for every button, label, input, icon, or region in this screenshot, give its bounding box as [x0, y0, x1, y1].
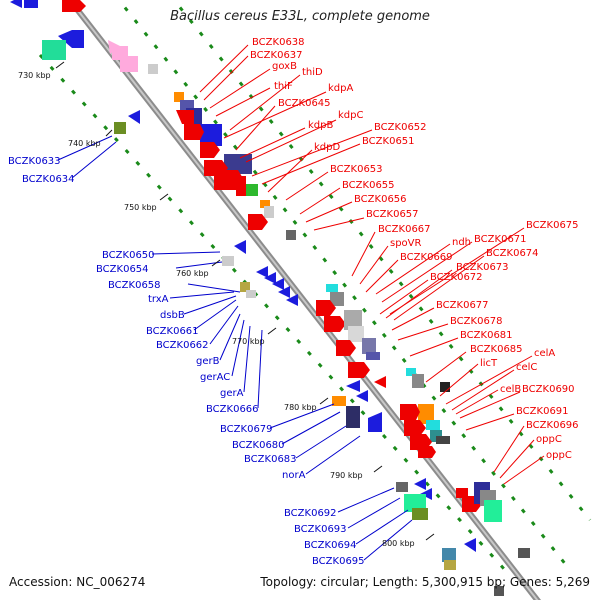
forward-gene-labels: BCZK0638 BCZK0637 goxB thiD thiF kdpA BC… — [250, 37, 579, 461]
gene-label: spoVR — [390, 238, 422, 249]
gene-label: goxB — [272, 61, 297, 72]
kbp-label: 760 kbp — [176, 269, 209, 278]
gene-label: licT — [480, 358, 498, 369]
forward-gene-arrow — [62, 0, 86, 12]
gene-label: celA — [534, 348, 555, 359]
gene-label: BCZK0658 — [108, 280, 161, 291]
kbp-label: 770 kbp — [232, 337, 265, 346]
gene-label: BCZK0662 — [156, 340, 209, 351]
gene-label: oppC — [546, 450, 572, 461]
gene-label: kdpC — [338, 110, 363, 121]
gene-label: BCZK0674 — [486, 248, 539, 259]
gene-label: BCZK0680 — [232, 440, 285, 451]
kbp-label: 790 kbp — [330, 471, 363, 480]
forward-gene — [148, 64, 158, 74]
gene-label: BCZK0685 — [470, 344, 523, 355]
gene-label: trxA — [148, 294, 169, 305]
gene-label: BCZK0669 — [400, 252, 453, 263]
forward-leader-lines — [199, 44, 545, 485]
gene-label: BCZK0695 — [312, 556, 365, 567]
gene-label: BCZK0672 — [430, 272, 483, 283]
kbp-label: 730 kbp — [18, 71, 51, 80]
kbp-labels: 730 kbp 740 kbp 750 kbp 760 kbp 770 kbp … — [18, 71, 415, 548]
gene-label: ndh — [452, 237, 471, 248]
gene-label: gerA — [220, 388, 244, 399]
gene-label: BCZK0691 — [516, 406, 569, 417]
kbp-label: 750 kbp — [124, 203, 157, 212]
gene-label: BCZK0637 — [250, 50, 303, 61]
gene-label: gerAC — [200, 372, 230, 383]
genome-summary: Topology: circular; Length: 5,300,915 bp… — [260, 575, 590, 589]
gene-label: norA — [282, 470, 306, 481]
gene-label: BCZK0692 — [284, 508, 337, 519]
gene-label: thiD — [302, 67, 323, 78]
kbp-label: 740 kbp — [68, 139, 101, 148]
forward-gene — [120, 56, 138, 72]
gene-label: thiF — [274, 81, 293, 92]
kbp-label: 800 kbp — [382, 539, 415, 548]
gene-label: BCZK0683 — [244, 454, 297, 465]
gene-label: BCZK0638 — [252, 37, 305, 48]
map-title: Bacillus cereus E33L, complete genome — [170, 9, 430, 24]
gene-label: BCZK0653 — [330, 164, 383, 175]
gene-label: BCZK0678 — [450, 316, 503, 327]
gene-label: gerB — [196, 356, 220, 367]
gene-label: BCZK0690 — [522, 384, 575, 395]
reverse-gene — [42, 40, 66, 60]
gene-label: BCZK0654 — [96, 264, 149, 275]
gene-label: BCZK0693 — [294, 524, 347, 535]
reverse-gene-arrow — [58, 30, 84, 48]
gene-label: BCZK0656 — [354, 194, 407, 205]
gene-label: celB — [500, 384, 521, 395]
reverse-gene-labels: BCZK0633 BCZK0634 BCZK0650 BCZK0654 BCZK… — [8, 156, 365, 567]
reverse-gene-arrow — [10, 0, 22, 8]
gene-features — [10, 0, 530, 596]
gene-label: kdpD — [314, 142, 340, 153]
gene-label: BCZK0677 — [436, 300, 489, 311]
gene-label: BCZK0696 — [526, 420, 579, 431]
gene-label: BCZK0667 — [378, 224, 431, 235]
kbp-label: 780 kbp — [284, 403, 317, 412]
gene-label: kdpB — [308, 120, 333, 131]
gene-label: oppC — [536, 434, 562, 445]
gene-label: BCZK0633 — [8, 156, 61, 167]
gene-label: BCZK0645 — [278, 98, 331, 109]
gene-label: celC — [516, 362, 537, 373]
gene-label: BCZK0655 — [342, 180, 395, 191]
gene-label: BCZK0650 — [102, 250, 155, 261]
gene-label: BCZK0681 — [460, 330, 513, 341]
gene-label: BCZK0652 — [374, 122, 427, 133]
kbp-ticks — [55, 61, 435, 541]
gene-label: BCZK0675 — [526, 220, 579, 231]
reverse-leader-lines — [57, 135, 413, 561]
accession-label: Accession: NC_006274 — [9, 575, 146, 589]
gene-label: BCZK0661 — [146, 326, 199, 337]
gene-label: BCZK0679 — [220, 424, 273, 435]
reverse-gene — [24, 0, 38, 8]
gene-label: BCZK0666 — [206, 404, 259, 415]
gene-label: BCZK0634 — [22, 174, 75, 185]
gene-label: BCZK0671 — [474, 234, 527, 245]
gene-label: BCZK0694 — [304, 540, 357, 551]
gene-label: kdpA — [328, 83, 353, 94]
gene-label: BCZK0657 — [366, 209, 419, 220]
gene-label: BCZK0673 — [456, 262, 509, 273]
gene-label: dsbB — [160, 310, 185, 321]
gene-label: BCZK0651 — [362, 136, 415, 147]
